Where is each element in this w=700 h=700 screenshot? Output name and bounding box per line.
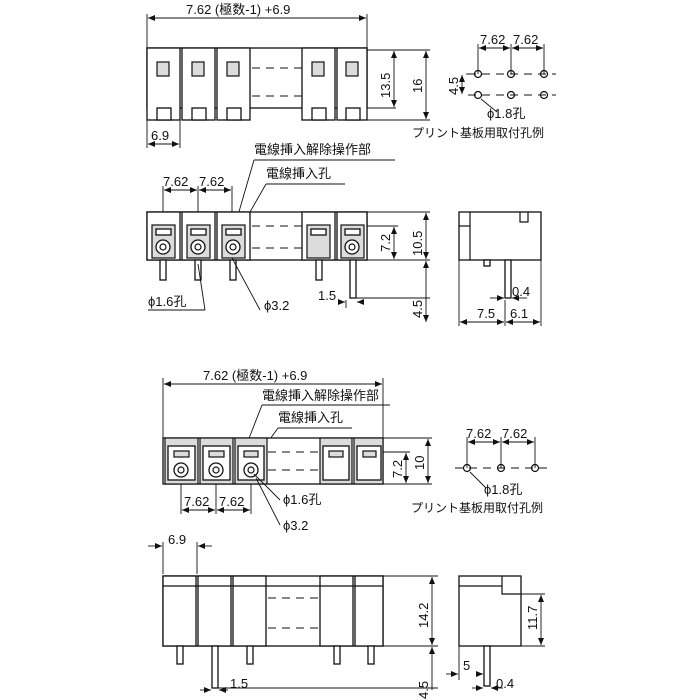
pcb2-pitch-b: 7.62 (502, 426, 527, 441)
view1-top: 7.62 (極数-1) +6.9 6.9 13. (146, 2, 430, 148)
pcb1-pitch-a: 7.62 (480, 32, 505, 47)
front-pitch-b: 7.62 (199, 174, 224, 189)
pcb2-hole-size: ϕ1.8孔 (484, 482, 522, 497)
pcb1-hole-size: ϕ1.8孔 (487, 106, 525, 121)
release-label-1: 電線挿入解除操作部 (254, 142, 371, 157)
wire-hole-label-1: 電線挿入孔 (266, 166, 331, 181)
pcb1-caption: プリント基板用取付孔例 (412, 126, 544, 140)
h10-v3: 10 (412, 456, 427, 470)
release-label-2: 電線挿入解除操作部 (262, 388, 379, 403)
front-hole-3-2: ϕ3.2 (264, 298, 289, 313)
pcb-pattern-1: 7.62 7.62 4.5 ϕ1.8孔 プリント基板用取付孔例 (412, 32, 556, 140)
overall-dim-text: 7.62 (極数-1) +6.9 (186, 2, 290, 17)
v4-leg-len: 4.5 (416, 681, 431, 699)
wire-hole-label-2: 電線挿入孔 (278, 410, 343, 425)
h16-text: 16 (410, 79, 425, 93)
edge-width-text: 6.9 (151, 128, 169, 143)
side-view-1: 7.5 6.1 0.4 (458, 211, 542, 326)
pcb2-caption: プリント基板用取付孔例 (411, 501, 543, 515)
view2-front: 電線挿入解除操作部 電線挿入孔 7.62 7.62 (146, 142, 430, 322)
front-offset: 1.5 (318, 288, 336, 303)
v3-pitch-b: 7.62 (219, 494, 244, 509)
pcb1-pitch-b: 7.62 (513, 32, 538, 47)
front-pitch-a: 7.62 (163, 174, 188, 189)
side2-0-4: 0.4 (496, 676, 514, 691)
overall-dim-text-2: 7.62 (極数-1) +6.9 (203, 368, 307, 383)
side1-7-5: 7.5 (477, 306, 495, 321)
h7-2-front: 7.2 (378, 234, 393, 252)
v3-hole-1-6: ϕ1.6孔 (283, 492, 321, 507)
side1-0-4: 0.4 (512, 284, 530, 299)
pcb-pattern-2: 7.62 7.62 ϕ1.8孔 プリント基板用取付孔例 (411, 426, 548, 515)
front-terminals (151, 224, 365, 259)
v3-hole-3-2: ϕ3.2 (283, 518, 308, 533)
top-key-marks (156, 61, 359, 77)
front-leg-len: 4.5 (410, 300, 425, 318)
side1-6-1: 6.1 (510, 306, 528, 321)
side2-5: 5 (463, 658, 470, 673)
v4-offset: 1.5 (230, 676, 248, 691)
front-hole-1-6: ϕ1.6孔 (148, 294, 186, 309)
side-view-2: 11.7 5 0.4 (446, 575, 545, 691)
pcb2-pitch-a: 7.62 (466, 426, 491, 441)
pcb1-row-gap: 4.5 (446, 77, 461, 95)
v3-pitch-a: 7.62 (184, 494, 209, 509)
view4-top: 6.9 14.2 4.5 1.5 (148, 532, 438, 699)
h10-5-front: 10.5 (410, 231, 425, 256)
h7-2-v3: 7.2 (390, 460, 405, 478)
h11-7-side2: 11.7 (525, 606, 540, 630)
v4-edge-width: 6.9 (168, 532, 186, 547)
h13-5-text: 13.5 (378, 73, 393, 98)
h14-2-v4: 14.2 (416, 603, 431, 628)
view3-front: 7.62 (極数-1) +6.9 電線挿入解除操作部 電線挿入孔 (162, 368, 432, 533)
v3-terminals (167, 445, 382, 481)
